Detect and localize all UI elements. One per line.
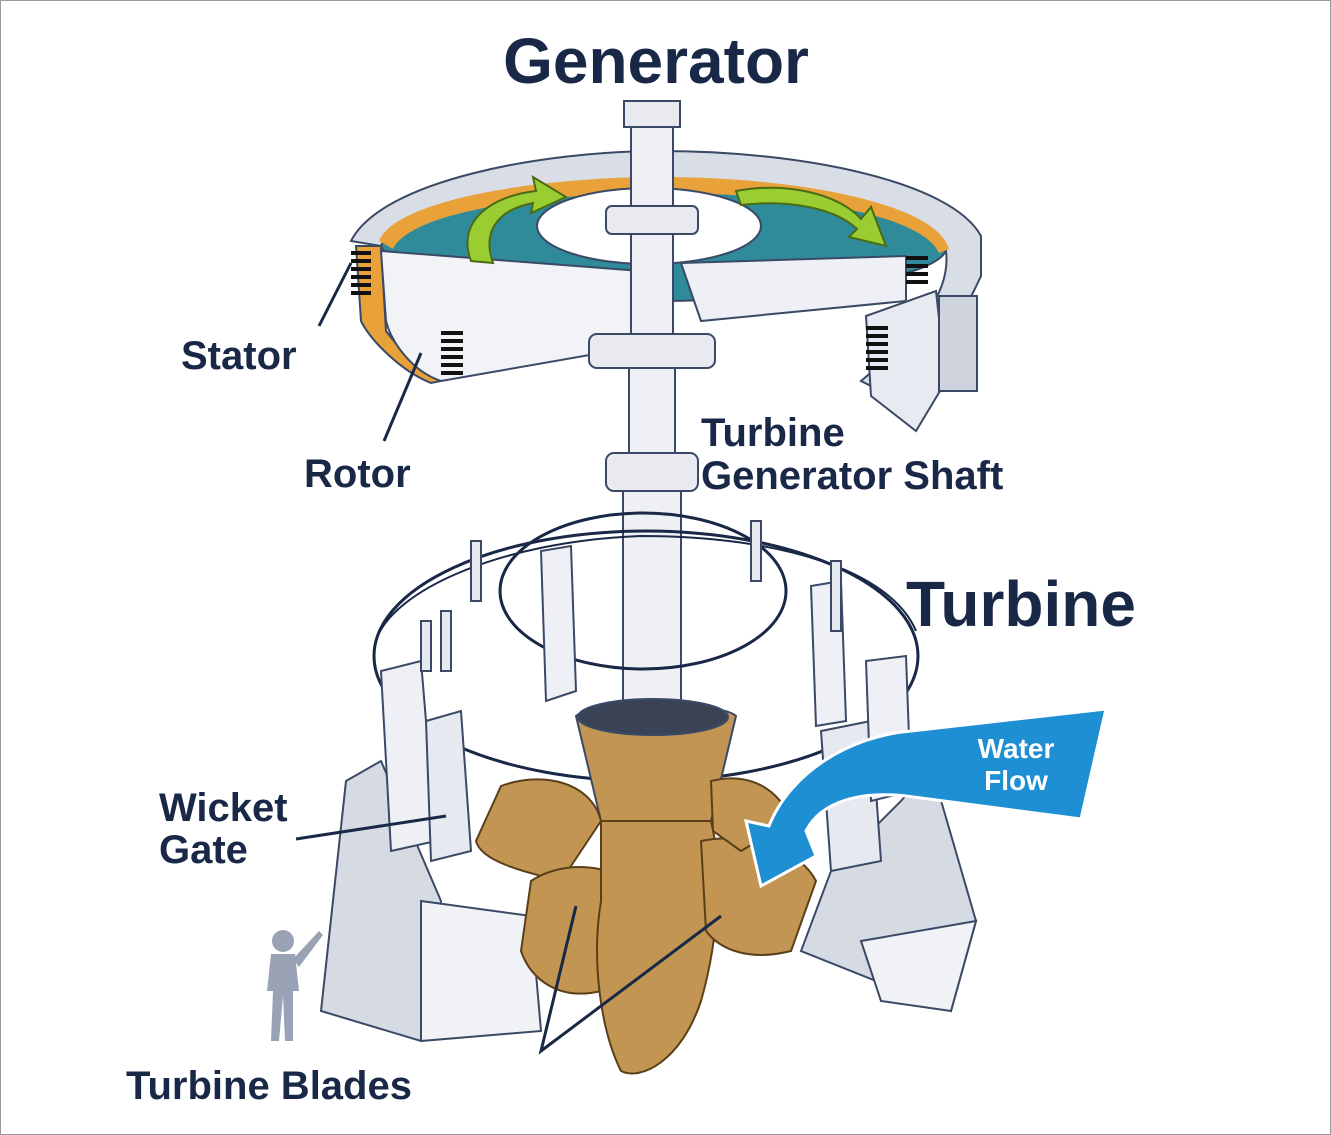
turbine-blades — [474, 777, 818, 1075]
casing-right-face — [859, 919, 978, 1013]
turbine-label: Turbine — [906, 568, 1136, 640]
stator-leader — [317, 262, 353, 327]
water-flow-label-line2: Flow — [984, 765, 1048, 796]
rotation-arrow-left — [466, 174, 569, 265]
turbine-inner-ring — [498, 511, 788, 671]
wicket-gate-leader — [295, 814, 447, 841]
turbine-blades-label: Turbine Blades — [126, 1064, 412, 1108]
leader-lines — [295, 262, 722, 1055]
stator-terminal-box — [938, 295, 978, 392]
turbine-assembly: Water Flow — [319, 511, 1108, 1075]
shaft-label-line1: Turbine — [701, 411, 845, 455]
stator-right-segment — [679, 254, 907, 323]
generator-title: Generator — [503, 25, 809, 97]
stator-windings — [351, 251, 928, 375]
person-scale-icon — [267, 930, 323, 1041]
blade-left — [474, 778, 603, 883]
turbine-blades-leader — [538, 905, 722, 1055]
shaft-label-line2: Generator Shaft — [701, 454, 1003, 498]
casing-left-face — [420, 899, 543, 1043]
wicket-gate-label-line2: Gate — [159, 828, 248, 872]
turbine-generator-shaft — [588, 100, 716, 712]
wicket-gate-label-line1: Wicket — [159, 786, 288, 830]
rotor-label: Rotor — [304, 452, 411, 496]
water-flow-label-line1: Water — [978, 733, 1055, 764]
water-flow-arrow — [744, 707, 1108, 889]
rotor-leader — [382, 352, 423, 442]
blade-center — [596, 820, 719, 1075]
turbine-hub-top — [577, 698, 729, 736]
rotation-arrow-right — [734, 186, 888, 248]
stator-label: Stator — [181, 334, 297, 378]
